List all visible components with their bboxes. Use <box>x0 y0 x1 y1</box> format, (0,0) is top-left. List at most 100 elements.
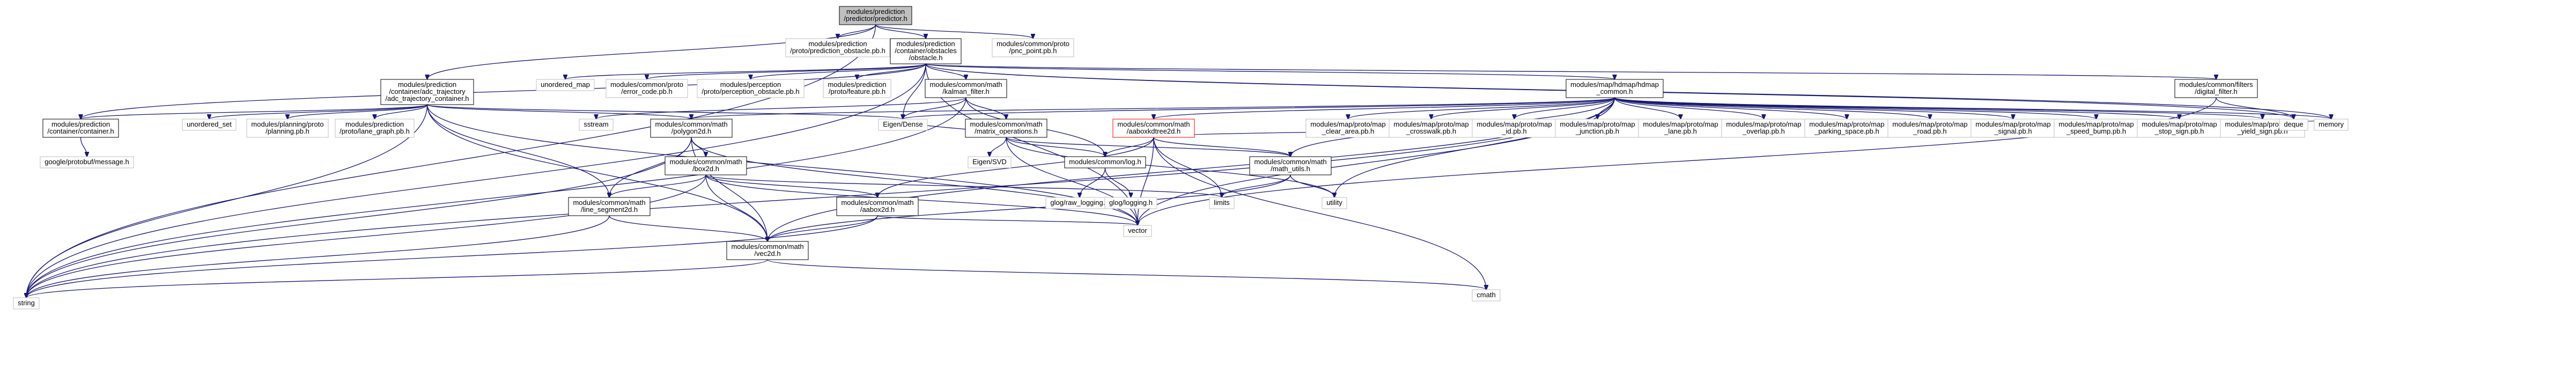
node-adc_trajectory_container[interactable]: modules/prediction/container/adc_traject… <box>380 79 474 105</box>
node-box <box>1472 289 1501 302</box>
node-speed_bump_pb: modules/map/proto/map_speed_bump.pb.h <box>2054 119 2139 138</box>
node-aaboxkdtree2d[interactable]: modules/common/math/aaboxkdtree2d.h <box>1112 119 1195 138</box>
edge-obstacle-to-eigen_dense <box>903 63 926 119</box>
node-log[interactable]: modules/common/log.h <box>1064 156 1146 168</box>
edge-adc_trajectory_container-to-planning_pb <box>287 104 428 119</box>
node-box <box>42 119 119 138</box>
node-polygon2d[interactable]: modules/common/math/polygon2d.h <box>650 119 733 138</box>
node-label-line: utility <box>1326 198 1342 207</box>
node-junction_pb: modules/map/proto/map_junction.pb.h <box>1555 119 1640 138</box>
node-label-line: /kalman_filter.h <box>942 87 989 95</box>
node-box <box>1555 119 1640 138</box>
node-label-line: /polygon2d.h <box>671 127 711 135</box>
node-box <box>878 119 928 131</box>
edge-hdmap_common-to-eigen_dense <box>903 97 1615 119</box>
node-line_segment2d[interactable]: modules/common/math/line_segment2d.h <box>568 197 651 216</box>
node-label-line: modules/prediction <box>398 80 456 89</box>
edge-hdmap_common-to-lane_pb <box>1614 97 1681 119</box>
edge-line_segment2d-to-vec2d <box>609 215 767 241</box>
node-vec2d[interactable]: modules/common/math/vec2d.h <box>726 241 809 260</box>
node-box <box>2314 119 2349 131</box>
node-glog_logging: glog/logging.h <box>1104 197 1157 209</box>
node-label-line: /error_code.pb.h <box>621 87 672 95</box>
node-math_utils[interactable]: modules/common/math/math_utils.h <box>1249 156 1332 175</box>
edge-matrix_operations-to-log <box>1006 137 1105 157</box>
edge-kalman_filter-to-matrix_operations <box>965 97 1006 119</box>
node-box <box>890 38 962 64</box>
edge-obstacle-to-digital_filter <box>925 63 2216 79</box>
edge-hdmap_common-to-memory <box>1614 97 2331 119</box>
edge-adc_trajectory_container-to-unordered_set <box>209 104 428 119</box>
node-eigen_dense: Eigen/Dense <box>878 119 928 131</box>
node-obstacle[interactable]: modules/prediction/container/obstacles/o… <box>890 38 962 64</box>
edge-vec2d-to-cmath <box>767 259 1486 290</box>
node-label-line: modules/map/proto/map <box>2058 120 2134 128</box>
node-digital_filter[interactable]: modules/common/filters/digital_filter.h <box>2174 79 2258 98</box>
edge-aaboxkdtree2d-to-math_utils <box>1153 137 1290 157</box>
node-box <box>2279 119 2308 131</box>
edge-aaboxkdtree2d-to-vector <box>1138 137 1154 225</box>
node-utility: utility <box>1322 197 1347 209</box>
node-planning_pb: modules/planning/proto/planning.pb.h <box>246 119 329 138</box>
node-box <box>536 79 595 91</box>
edge-kalman_filter-to-eigen_dense <box>903 97 966 119</box>
node-kalman_filter[interactable]: modules/common/math/kalman_filter.h <box>925 79 1007 98</box>
edge-hdmap_common-to-overlap_pb <box>1614 97 1764 119</box>
edge-adc_trajectory_container-to-lane_graph_pb <box>375 104 428 119</box>
node-label-line: /aabox2d.h <box>860 205 895 214</box>
edge-aaboxkdtree2d-to-log <box>1105 137 1154 157</box>
node-box <box>13 297 40 310</box>
edge-layer <box>26 24 2331 298</box>
edge-adc_trajectory_container-to-line_segment2d <box>426 104 610 197</box>
edge-adc_trajectory_container-to-vec2d <box>426 104 768 241</box>
node-pnc_point_pb: modules/common/proto/pnc_point.pb.h <box>992 38 1074 57</box>
node-box <box>1209 197 1235 209</box>
edge-matrix_operations-to-math_utils <box>1006 137 1290 157</box>
node-box <box>1305 119 1391 138</box>
edge-polygon2d-to-box2d <box>691 137 706 157</box>
node-box2d[interactable]: modules/common/math/box2d.h <box>665 156 747 175</box>
node-label-line: modules/prediction <box>846 8 905 16</box>
node-box <box>2054 119 2139 138</box>
node-matrix_operations[interactable]: modules/common/math/matrix_operations.h <box>965 119 1047 138</box>
node-label-line: /proto/lane_graph.pb.h <box>339 127 410 135</box>
node-label-line: modules/prediction <box>828 80 886 89</box>
node-box <box>2137 119 2222 138</box>
edge-hdmap_common-to-yield_sign_pb <box>1614 97 2263 119</box>
node-label-line: modules/map/proto/map <box>1809 120 1884 128</box>
node-deque: deque <box>2279 119 2308 131</box>
node-aabox2d[interactable]: modules/common/math/aabox2d.h <box>836 197 919 216</box>
edge-adc_trajectory_container-to-container <box>81 104 428 119</box>
node-label-line: _signal.pb.h <box>1994 127 2032 135</box>
node-raw_logging: glog/raw_logging.h <box>1045 197 1114 209</box>
node-box <box>1804 119 1889 138</box>
node-box <box>697 79 804 98</box>
node-container[interactable]: modules/prediction/container/container.h <box>42 119 119 138</box>
edge-hdmap_common-to-parking_space_pb <box>1614 97 1847 119</box>
node-box <box>992 38 1074 57</box>
node-label-line: /container/obstacles <box>895 47 957 55</box>
edge-kalman_filter-to-sstream <box>596 97 966 119</box>
node-label-line: modules/map/proto/map <box>1726 120 1801 128</box>
node-label-line: _yield_sign.pb.h <box>2237 127 2288 135</box>
node-label-line: /aaboxkdtree2d.h <box>1127 127 1180 135</box>
node-prediction_obstacle_pb: modules/prediction/proto/prediction_obst… <box>785 38 890 57</box>
node-label-line: modules/common/log.h <box>1069 158 1141 166</box>
node-box <box>785 38 890 57</box>
edge-aabox2d-to-vector <box>877 215 1138 225</box>
node-label-line: _common.h <box>1596 87 1633 95</box>
node-label-line: modules/common/proto <box>997 40 1069 48</box>
node-label-line: modules/map/proto/map <box>1310 120 1385 128</box>
edge-adc_trajectory_container-to-polygon2d <box>426 104 692 119</box>
node-box <box>968 156 1012 168</box>
edge-predictor-to-pnc_point_pb <box>875 24 1034 39</box>
node-box <box>579 119 614 131</box>
node-label-line: /proto/perception_obstacle.pb.h <box>702 87 799 95</box>
node-box <box>965 119 1047 138</box>
node-id_pb: modules/map/proto/map_id.pb.h <box>1472 119 1557 138</box>
edge-hdmap_common-to-road_pb <box>1614 97 1930 119</box>
edge-container-to-protobuf_message <box>80 137 87 157</box>
node-box <box>1322 197 1347 209</box>
node-sstream: sstream <box>579 119 614 131</box>
node-hdmap_common[interactable]: modules/map/hdmap/hdmap_common.h <box>1566 79 1664 98</box>
